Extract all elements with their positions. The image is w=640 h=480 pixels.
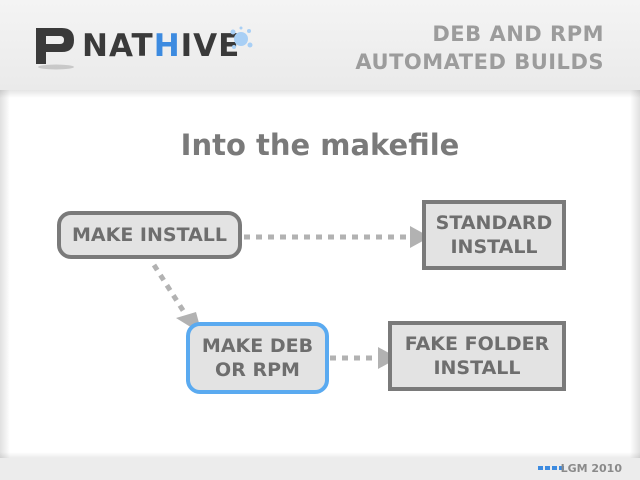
node-standard-install: STANDARD INSTALL — [422, 200, 566, 270]
nathive-logo-mark-icon — [36, 28, 74, 70]
nathive-logo: NATHIVE — [32, 24, 262, 70]
slide-footer: LGM 2010 — [0, 452, 640, 480]
node-fake-folder-install-label: FAKE FOLDER INSTALL — [404, 333, 550, 379]
node-make-install: MAKE INSTALL — [57, 211, 242, 259]
presentation-title: DEB AND RPM AUTOMATED BUILDS — [304, 20, 604, 76]
node-make-deb-or-rpm-label: MAKE DEB OR RPM — [201, 335, 314, 381]
arrowhead-standard-install — [410, 226, 430, 248]
paint-splash-icon — [230, 26, 253, 49]
left-edge-shadow — [0, 90, 10, 458]
node-fake-folder-install: FAKE FOLDER INSTALL — [388, 321, 566, 391]
presentation-title-line-2: AUTOMATED BUILDS — [355, 50, 604, 74]
node-make-deb-or-rpm: MAKE DEB OR RPM — [186, 322, 329, 394]
node-make-install-label: MAKE INSTALL — [72, 224, 227, 246]
right-edge-shadow — [630, 90, 640, 458]
node-standard-install-label: STANDARD INSTALL — [435, 212, 553, 258]
presentation-title-line-1: DEB AND RPM — [432, 22, 604, 46]
slide-header: NATHIVE DEB AND RPM AUTOMATED BUILDS — [0, 0, 640, 98]
arrow-make-install-to-make-deb — [151, 263, 187, 314]
slide-title: Into the makefile — [180, 128, 460, 162]
nathive-logo-wordmark: NATHIVE — [82, 28, 241, 64]
footer-dots-icon — [538, 466, 564, 470]
footer-event-label: LGM 2010 — [560, 462, 622, 475]
